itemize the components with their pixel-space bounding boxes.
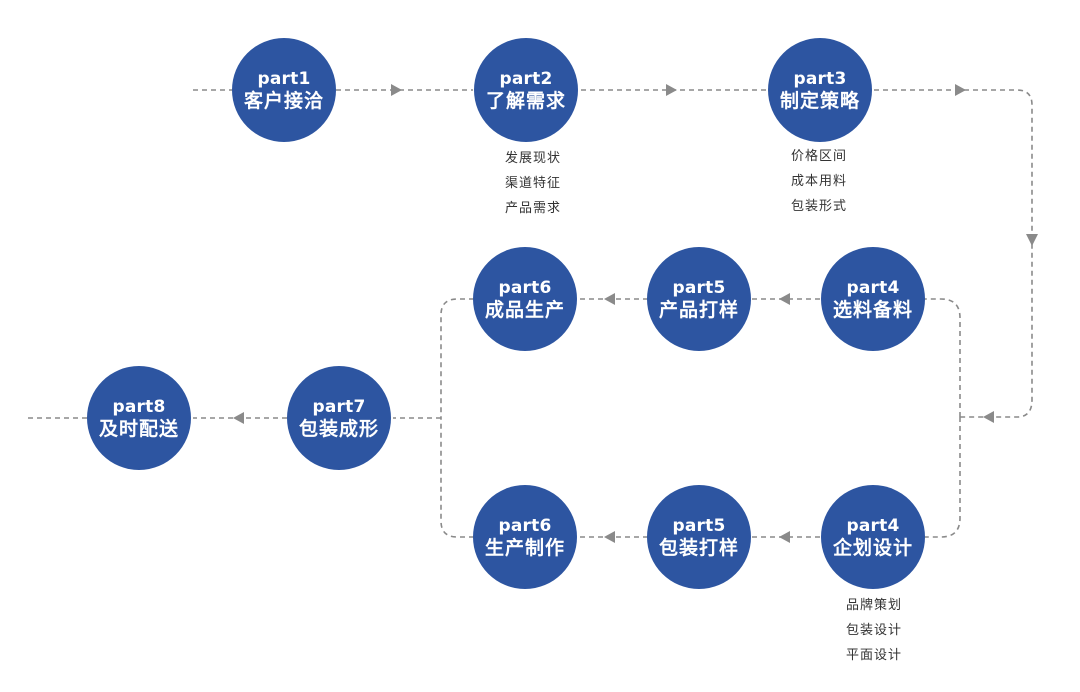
- step-title: 包装打样: [658, 536, 739, 559]
- arrow-head-left: [779, 293, 790, 305]
- step-node-4-design: part4 企划设计: [821, 485, 925, 589]
- note-item: 产品需求: [505, 201, 562, 216]
- branch-connector-lower: [924, 417, 961, 538]
- connector-3-down: [874, 89, 1033, 418]
- step-node-5-packaging-sample: part5 包装打样: [647, 485, 751, 589]
- step-part-label: part1: [257, 68, 311, 89]
- note-item: 渠道特征: [505, 176, 562, 191]
- step-part-label: part6: [498, 515, 552, 536]
- merge-connector-lower: [440, 418, 474, 538]
- step-part-label: part3: [793, 68, 847, 89]
- step-part-label: part5: [672, 277, 726, 298]
- arrow-head-right: [955, 84, 966, 96]
- step-node-6-manufacturing: part6 生产制作: [473, 485, 577, 589]
- arrow-head-left: [604, 293, 615, 305]
- step-part-label: part4: [846, 515, 900, 536]
- step-node-2: part2 了解需求: [474, 38, 578, 142]
- arrow-head-right: [666, 84, 677, 96]
- step-title: 了解需求: [485, 89, 566, 112]
- arrow-head-left: [604, 531, 615, 543]
- note-item: 价格区间: [791, 149, 848, 164]
- note-item: 包装设计: [846, 623, 903, 638]
- step-title: 及时配送: [98, 417, 179, 440]
- step-title: 成品生产: [484, 298, 565, 321]
- step-node-8: part8 及时配送: [87, 366, 191, 470]
- step-title: 制定策略: [779, 89, 860, 112]
- step-2-notes: 发展现状 渠道特征 产品需求: [505, 146, 561, 221]
- arrow-head-left: [983, 411, 994, 423]
- arrow-head-right: [391, 84, 402, 96]
- step-part-label: part4: [846, 277, 900, 298]
- step-title: 客户接洽: [243, 89, 324, 112]
- step-4-design-notes: 品牌策划 包装设计 平面设计: [846, 593, 902, 668]
- note-item: 平面设计: [846, 648, 903, 663]
- note-item: 发展现状: [505, 151, 562, 166]
- merge-connector-upper: [440, 298, 474, 418]
- step-node-7: part7 包装成形: [287, 366, 391, 470]
- step-part-label: part2: [499, 68, 553, 89]
- note-item: 品牌策划: [846, 598, 903, 613]
- note-item: 包装形式: [791, 199, 848, 214]
- step-node-3: part3 制定策略: [768, 38, 872, 142]
- step-node-4-materials: part4 选料备料: [821, 247, 925, 351]
- step-part-label: part5: [672, 515, 726, 536]
- step-title: 选料备料: [832, 298, 913, 321]
- step-title: 生产制作: [484, 536, 565, 559]
- step-node-1: part1 客户接洽: [232, 38, 336, 142]
- step-part-label: part8: [112, 396, 166, 417]
- step-3-notes: 价格区间 成本用料 包装形式: [791, 144, 847, 219]
- step-node-6-production: part6 成品生产: [473, 247, 577, 351]
- arrow-head-left: [233, 412, 244, 424]
- step-title: 企划设计: [832, 536, 913, 559]
- step-title: 包装成形: [298, 417, 379, 440]
- step-part-label: part7: [312, 396, 366, 417]
- step-node-5-sample: part5 产品打样: [647, 247, 751, 351]
- arrow-head-down: [1026, 234, 1038, 246]
- arrow-head-left: [779, 531, 790, 543]
- branch-connector-upper: [924, 298, 961, 417]
- step-title: 产品打样: [658, 298, 739, 321]
- step-part-label: part6: [498, 277, 552, 298]
- note-item: 成本用料: [791, 174, 848, 189]
